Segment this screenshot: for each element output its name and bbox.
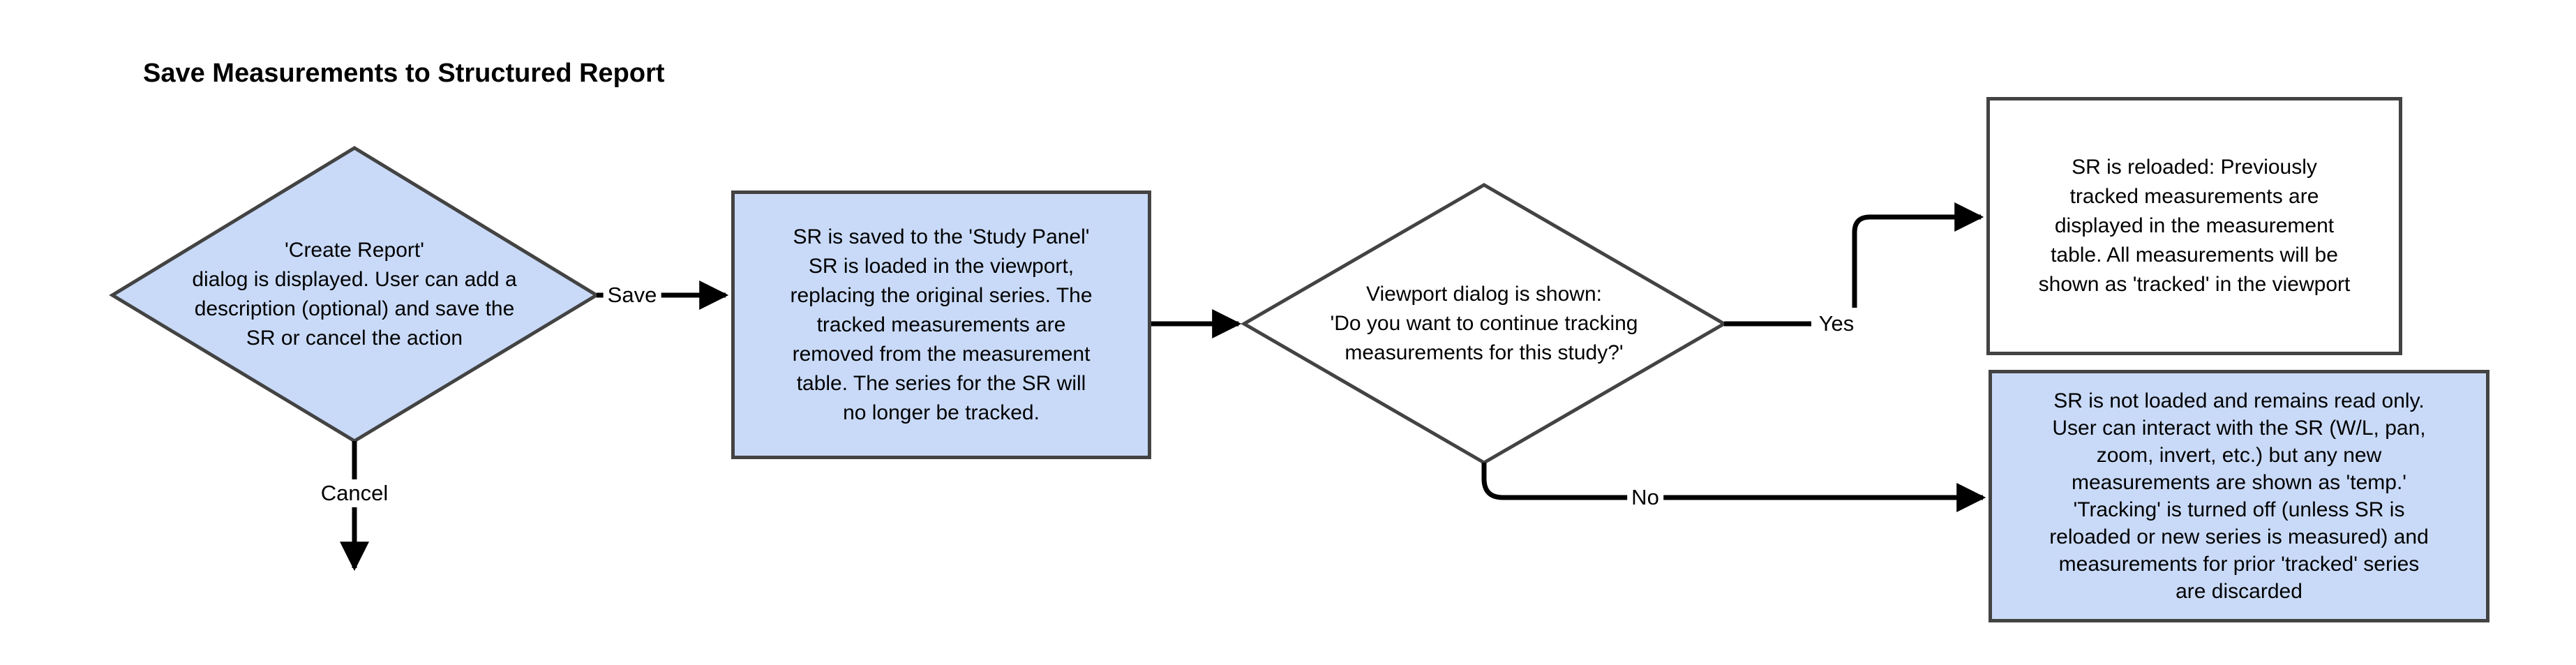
page-title: Save Measurements to Structured Report — [143, 59, 665, 88]
edge-yes-line-elbow — [1852, 202, 1984, 308]
sr-not-loaded-process-box: SR is not loaded and remains read only. … — [1989, 370, 2489, 622]
edge-label-cancel: Cancel — [316, 479, 393, 507]
sr-reloaded-process-box: SR is reloaded: Previously tracked measu… — [1986, 97, 2402, 355]
edge-label-yes: Yes — [1814, 310, 1859, 338]
edge-label-save: Save — [603, 281, 661, 309]
create-report-decision-text: 'Create Report' dialog is displayed. Use… — [192, 239, 517, 350]
viewport-dialog-decision-text: Viewport dialog is shown: 'Do you want t… — [1330, 283, 1638, 364]
edge-no-line — [1481, 463, 1986, 512]
sr-saved-process-box: SR is saved to the 'Study Panel' SR is l… — [731, 190, 1151, 459]
edge-label-no: No — [1627, 484, 1663, 511]
